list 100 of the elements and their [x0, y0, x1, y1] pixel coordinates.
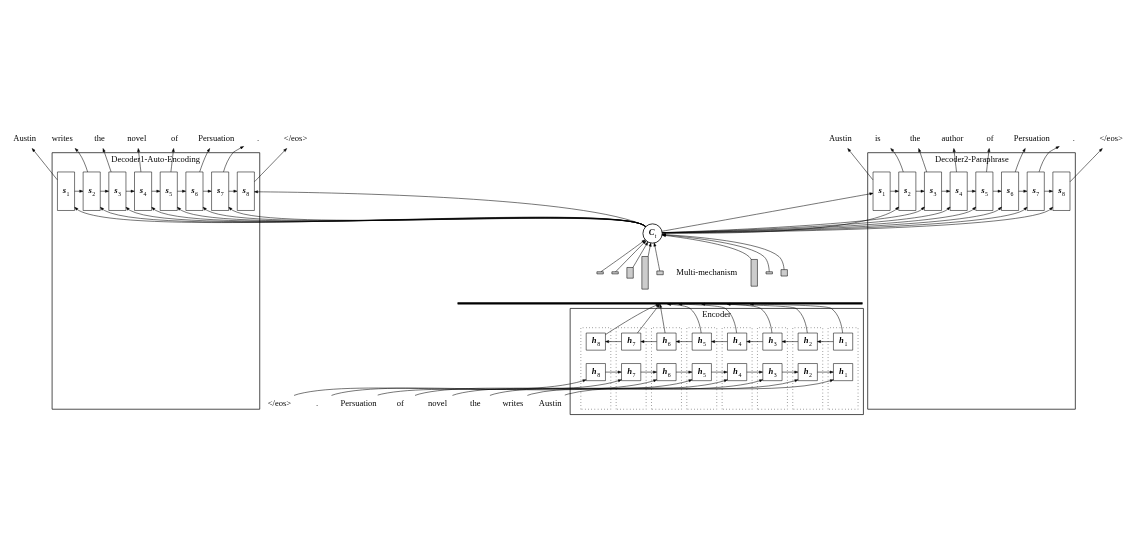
- arrow: [202, 189, 212, 193]
- node-text: of: [170, 132, 179, 143]
- arrow: [817, 339, 834, 343]
- node-box: s$_{2}$: [82, 171, 101, 211]
- node-box: s$_{3}$: [924, 171, 942, 211]
- arrow: [151, 189, 161, 193]
- node-box: s$_{7}$: [211, 171, 229, 211]
- node-text: Austin: [828, 132, 852, 143]
- arrow: [564, 378, 834, 395]
- node-bar: [626, 266, 634, 278]
- arrow: [653, 242, 661, 271]
- node-bar: [656, 270, 664, 275]
- arrow: [986, 147, 991, 172]
- arrow: [918, 147, 927, 172]
- arrow: [137, 147, 142, 172]
- arrow: [711, 370, 728, 373]
- arrow: [659, 303, 666, 333]
- arrow: [746, 339, 763, 343]
- arrow: [941, 189, 951, 193]
- node-text: Persuation: [198, 132, 235, 143]
- node-box: s$_{5}$: [975, 171, 994, 211]
- node-text: Persuation: [1013, 132, 1050, 143]
- node-text: novel: [127, 132, 147, 143]
- arrow: [1038, 145, 1060, 172]
- node-box: s$_{7}$: [1026, 171, 1045, 211]
- arrow: [640, 370, 657, 373]
- node-bar: [780, 268, 788, 276]
- arrow: [915, 189, 925, 193]
- arrow: [170, 147, 175, 172]
- node-box: s$_{4}$: [134, 171, 152, 211]
- node-text: Austin: [13, 132, 37, 143]
- arrow: [452, 378, 728, 396]
- arrow: [1069, 147, 1103, 182]
- arrow: [1018, 189, 1028, 193]
- node-box: s$_{1}$: [57, 171, 75, 211]
- node-bar: [641, 255, 649, 289]
- node-text: .: [257, 132, 260, 143]
- node-text: Persuation: [340, 397, 377, 408]
- node-box: s$_{1}$: [872, 171, 891, 211]
- arrow: [967, 189, 976, 193]
- arrow: [746, 370, 763, 373]
- arrow: [1044, 189, 1053, 193]
- node-box: s$_{4}$: [949, 171, 968, 211]
- arrow: [331, 378, 622, 396]
- arrow: [675, 370, 693, 373]
- label: Multi-mechanism: [676, 266, 738, 277]
- arrow: [1015, 147, 1026, 172]
- arrow: [377, 378, 658, 395]
- arrow: [992, 189, 1002, 193]
- arrow: [890, 147, 904, 172]
- node-text: the: [470, 397, 481, 408]
- node-box: s$_{8}$: [237, 171, 255, 211]
- arrow: [74, 189, 84, 193]
- node-text: </eos>: [1099, 132, 1123, 143]
- arrow: [199, 147, 210, 172]
- node-text: novel: [428, 397, 448, 408]
- arrow: [527, 378, 799, 396]
- node-text: writes: [502, 397, 524, 408]
- node-text: the: [909, 132, 921, 143]
- arrow: [632, 241, 649, 268]
- arrow: [254, 189, 646, 227]
- node-text: .: [315, 397, 319, 408]
- node-box: s$_{3}$: [108, 171, 127, 211]
- node-text: </eos>: [267, 397, 292, 408]
- arrow: [177, 189, 186, 193]
- node-text: the: [94, 132, 105, 143]
- arrow: [31, 147, 58, 180]
- node-bar: [611, 271, 619, 274]
- arrow: [952, 147, 957, 172]
- arrow: [781, 339, 799, 343]
- node-box: s$_{5}$: [159, 171, 178, 211]
- arrow: [125, 189, 135, 193]
- arrow: [711, 339, 728, 343]
- node-box: s$_{6}$: [185, 171, 204, 211]
- arrow: [74, 147, 88, 172]
- node-box: s$_{8}$: [1052, 171, 1071, 211]
- node-text: is: [874, 132, 881, 143]
- node-box: s$_{2}$: [898, 171, 917, 211]
- arrow: [647, 242, 652, 257]
- arrow: [100, 189, 109, 193]
- arrow: [228, 189, 238, 193]
- arrow: [293, 378, 587, 396]
- node-text: of: [986, 132, 994, 143]
- arrow: [817, 370, 834, 373]
- node-text: author: [941, 132, 964, 143]
- arrow: [781, 370, 799, 373]
- node-text: Austin: [538, 397, 562, 408]
- arrow: [667, 302, 702, 333]
- node-bar: [750, 258, 758, 286]
- arrow: [615, 239, 647, 272]
- arrow: [600, 239, 646, 272]
- node-text: .: [1072, 132, 1075, 143]
- arrow: [661, 192, 874, 232]
- node-text: writes: [51, 132, 73, 143]
- arrow: [640, 339, 657, 343]
- arrow: [889, 189, 899, 193]
- arrow: [414, 378, 693, 396]
- arrow: [254, 147, 287, 182]
- arrow: [605, 370, 622, 373]
- arrow: [605, 339, 622, 343]
